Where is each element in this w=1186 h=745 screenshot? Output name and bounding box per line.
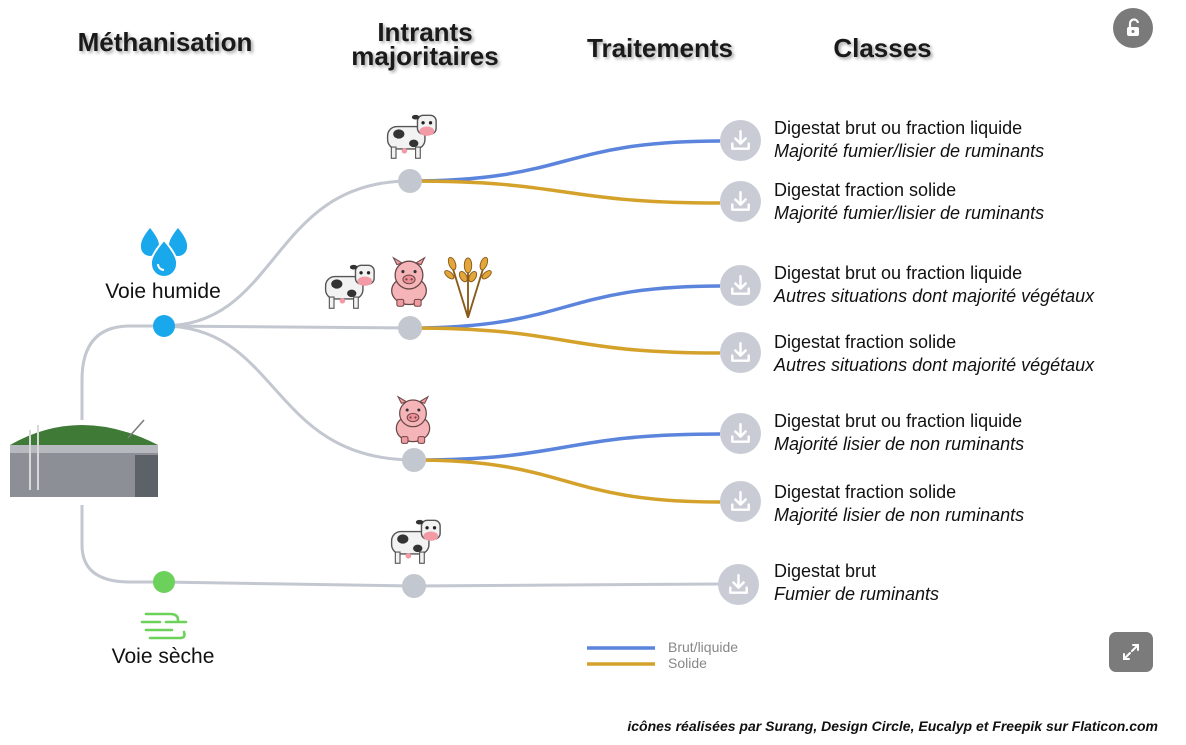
voie-humide-label: Voie humide [105, 280, 221, 303]
voie-seche-label: Voie sèche [111, 645, 215, 668]
header-classes: Classes [833, 33, 932, 63]
expand-button[interactable] [1109, 632, 1153, 672]
class-subtitle: Autres situations dont majorité végétaux [774, 355, 1095, 375]
class-title: Digestat fraction solide [774, 332, 957, 352]
cow-icon [324, 264, 375, 309]
class-item: Digestat brut Fumier de ruminants [774, 560, 939, 606]
intrant-node-2[interactable] [398, 316, 422, 340]
class-title: Digestat fraction solide [774, 180, 957, 200]
legend-brut-label: Brut/liquide [668, 639, 739, 655]
intrant-node-1[interactable] [398, 169, 422, 193]
solide-line-3 [413, 458, 721, 504]
unlock-icon [1127, 18, 1140, 36]
brut-line-3 [413, 432, 721, 462]
download-icon[interactable] [720, 265, 761, 306]
class-title: Digestat brut ou fraction liquide [774, 263, 1023, 283]
download-icon[interactable] [720, 332, 761, 373]
voie-humide-node[interactable] [153, 315, 175, 337]
class-title: Digestat brut ou fraction liquide [774, 411, 1023, 431]
class-item: Digestat fraction solide Autres situatio… [774, 331, 1094, 377]
methaniser-icon [10, 419, 158, 497]
connector-to-humide [80, 324, 163, 420]
unlock-button[interactable] [1113, 8, 1153, 48]
solide-line-1 [409, 179, 721, 205]
header-intrants: Intrants majoritaires [351, 17, 499, 71]
class-subtitle: Fumier de ruminants [774, 584, 940, 604]
connector-to-seche [80, 505, 163, 584]
class-subtitle: Majorité fumier/lisier de ruminants [774, 141, 1045, 161]
download-icon[interactable] [720, 481, 761, 522]
download-icon[interactable] [720, 413, 761, 454]
class-item: Digestat fraction solide Majorité fumier… [774, 179, 1044, 225]
icon-credit: icônes réalisées par Surang, Design Circ… [627, 718, 1158, 734]
cow-icon [386, 114, 437, 159]
connector-humide-intrant2 [162, 324, 411, 330]
class-title: Digestat brut ou fraction liquide [774, 118, 1023, 138]
connector-humide-intrant1 [162, 179, 411, 328]
solide-line-2 [409, 326, 721, 355]
intrant-node-3[interactable] [402, 448, 426, 472]
class-item: Digestat brut ou fraction liquide Majori… [774, 117, 1044, 163]
class-subtitle: Majorité fumier/lisier de ruminants [774, 203, 1045, 223]
connector-humide-intrant3 [162, 324, 415, 462]
water-drops-icon [140, 228, 188, 278]
voie-seche-node[interactable] [153, 571, 175, 593]
class-subtitle: Majorité lisier de non ruminants [774, 434, 1025, 454]
brut-line-2 [409, 284, 721, 330]
class-item: Digestat brut ou fraction liquide Majori… [774, 410, 1024, 456]
class-item: Digestat brut ou fraction liquide Autres… [774, 262, 1094, 308]
dry-wind-icon [140, 612, 188, 640]
class-subtitle: Autres situations dont majorité végétaux [774, 286, 1095, 306]
download-icon[interactable] [720, 181, 761, 222]
connector-seche-intrant4 [162, 580, 415, 588]
class-subtitle: Majorité lisier de non ruminants [774, 505, 1025, 525]
pig-icon [391, 257, 427, 307]
expand-icon [1123, 644, 1139, 660]
class-title: Digestat brut [774, 561, 877, 581]
wheat-icon [442, 255, 494, 318]
legend-solide-label: Solide [668, 655, 707, 671]
cow-icon [390, 519, 441, 564]
header-methanisation: Méthanisation [77, 27, 253, 57]
download-icon[interactable] [720, 120, 761, 161]
connectors [80, 179, 721, 588]
intrant-node-4[interactable] [402, 574, 426, 598]
header-traitements: Traitements [587, 33, 733, 63]
class-title: Digestat fraction solide [774, 482, 957, 502]
pig-icon [395, 396, 431, 444]
class-item: Digestat fraction solide Majorité lisier… [774, 481, 1024, 527]
brut-line-1 [409, 139, 721, 183]
download-icon[interactable] [718, 564, 759, 605]
connector-intrant4-class7 [413, 582, 721, 588]
